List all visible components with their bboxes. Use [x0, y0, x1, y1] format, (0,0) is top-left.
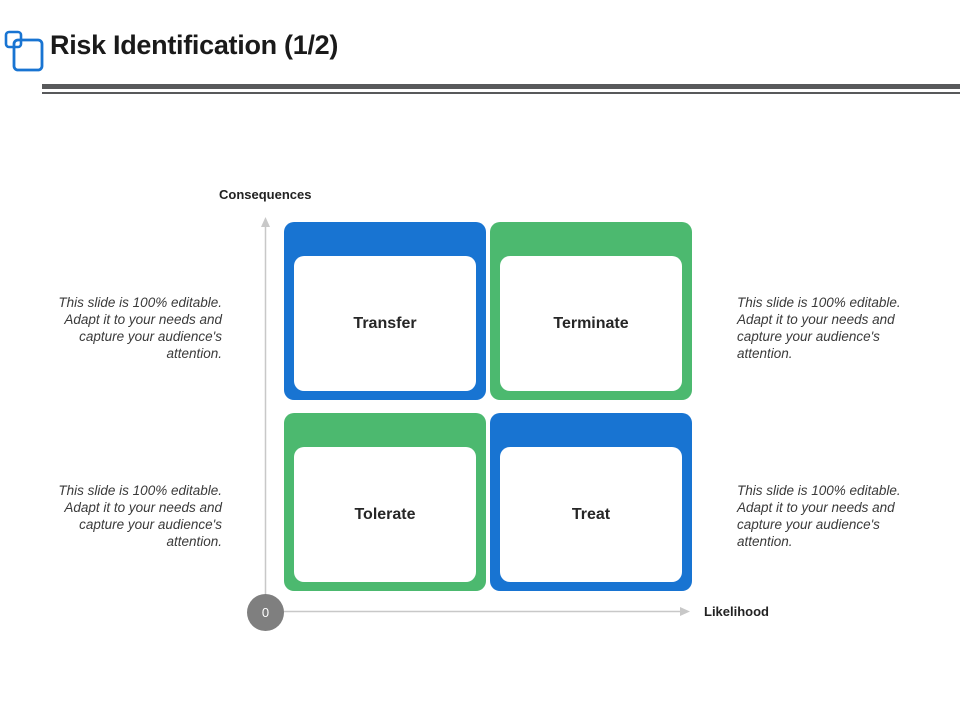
quadrant-label-tolerate: Tolerate: [294, 447, 476, 582]
quadrant-label-treat: Treat: [500, 447, 682, 582]
y-axis-label: Consequences: [219, 187, 312, 202]
y-axis-arrowhead: [261, 217, 270, 227]
title-divider-thin: [42, 92, 960, 94]
note-bottom-right: This slide is 100% editable. Adapt it to…: [737, 483, 901, 549]
x-axis-label: Likelihood: [704, 604, 769, 619]
logo-squares-icon: [4, 30, 44, 72]
note-top-right: This slide is 100% editable. Adapt it to…: [737, 295, 901, 361]
x-axis-arrowhead: [680, 607, 690, 616]
origin-marker: 0: [247, 594, 284, 631]
quadrant-terminate: Terminate: [490, 222, 692, 400]
note-bottom-left: This slide is 100% editable. Adapt it to…: [58, 483, 222, 549]
quadrant-label-terminate: Terminate: [500, 256, 682, 391]
quadrant-transfer: Transfer: [284, 222, 486, 400]
quadrant-tolerate: Tolerate: [284, 413, 486, 591]
page-title: Risk Identification (1/2): [50, 30, 339, 60]
quadrant-label-transfer: Transfer: [294, 256, 476, 391]
note-top-left: This slide is 100% editable. Adapt it to…: [58, 295, 222, 361]
quadrant-treat: Treat: [490, 413, 692, 591]
title-divider-thick: [42, 84, 960, 89]
